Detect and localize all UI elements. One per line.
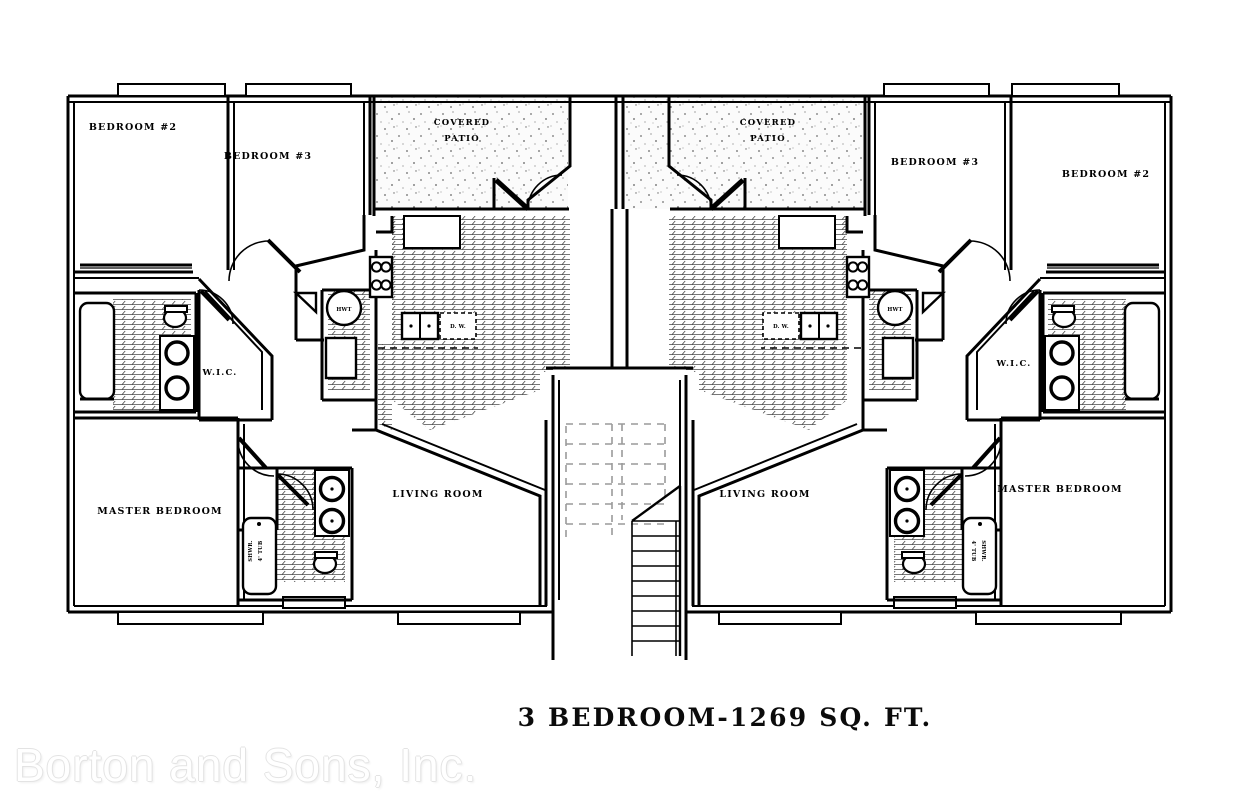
label-bedroom2-left: BEDROOM #2 (89, 122, 177, 133)
right-unit-fixtures (761, 215, 1161, 596)
vanity-sink-right-a (1049, 340, 1075, 366)
label-master-bedroom-left: MASTER BEDROOM (97, 506, 223, 517)
label-covered-patio-left-2: PATIO (444, 134, 480, 144)
left-unit-doors (198, 174, 563, 511)
door-leaf-mbath-left (276, 473, 310, 507)
door-leaf-patio-left (494, 178, 530, 211)
window-bedroom2-right (1011, 83, 1120, 97)
label-covered-patio-right-2: PATIO (750, 134, 786, 144)
kitchen-left-edge (378, 344, 392, 430)
window-living-left (397, 611, 521, 625)
wall-living-angled (352, 428, 542, 606)
appliance-right (881, 336, 915, 380)
label-dishwasher-right: D. W. (773, 324, 789, 330)
window-master-right (975, 611, 1122, 625)
cabinet-left (403, 215, 461, 249)
counter-kitchen-corner (376, 216, 394, 234)
wall-living-angled (697, 428, 887, 606)
door-leaf-bd2-left (199, 289, 231, 322)
master-tub-left (241, 516, 278, 596)
label-dishwasher-left: D. W. (450, 324, 466, 330)
window-master-bath-left (282, 596, 346, 609)
door-leaf-mbath-right (929, 473, 963, 507)
cabinet-right (778, 215, 836, 249)
label-shower-right: SHWR. (980, 540, 986, 562)
door-leaf-bd2-right (1008, 289, 1040, 322)
dishwasher-left (439, 312, 477, 340)
bathtub-left (78, 301, 116, 401)
door-arc-patio-left (527, 174, 563, 210)
label-bedroom2-right: BEDROOM #2 (1062, 169, 1150, 180)
door-leaf-patio-right (709, 178, 745, 211)
label-bedroom3-left: BEDROOM #3 (224, 151, 312, 162)
door-bath-right (921, 291, 947, 315)
label-wic-right: W.I.C. (996, 359, 1032, 369)
door-bath-left (292, 291, 318, 315)
hot-water-tank-right (876, 289, 914, 327)
left-unit-labels: BEDROOM #2 BEDROOM #3 W.I.C. MASTER BEDR… (89, 118, 490, 562)
door-leaf-master-right (971, 436, 1002, 470)
stairwell (546, 366, 693, 660)
dishwasher-right (762, 312, 800, 340)
door-leaf-bd3-right (937, 238, 973, 274)
window-master-bath-right (893, 596, 957, 609)
stairwell-void (553, 368, 686, 660)
vanity-sink-right-b (1049, 375, 1075, 401)
window-bedroom3-right (883, 83, 990, 97)
door-arc-mbath-left (276, 473, 314, 511)
wall-wic-diag-north (965, 277, 1042, 420)
right-unit-doors (676, 174, 1041, 511)
door-arc-master-left (237, 439, 275, 477)
door-arc-bd3-left (228, 240, 270, 282)
wall-bd3-south (294, 215, 366, 279)
door-arc-patio-right (676, 174, 712, 210)
label-hwt-right: HWT (887, 307, 902, 313)
door-arc-mbath-right (925, 473, 963, 511)
window-bedroom3-left (245, 83, 352, 97)
hot-water-tank-left (325, 289, 363, 327)
appliance-left (324, 336, 358, 380)
left-unit-walls (74, 96, 548, 606)
door-arc-master-right (964, 439, 1002, 477)
left-unit-fixtures (78, 215, 478, 596)
wall-bd3-south (873, 215, 945, 279)
door-leaf-master-left (237, 436, 268, 470)
label-tub-size-right: 4' TUB (970, 541, 976, 562)
label-shower-left: SHWR. (248, 540, 254, 562)
stair-upper-flight-dashed (565, 423, 666, 540)
door-leaf-bd3-left (266, 238, 302, 274)
bathtub-right (1123, 301, 1161, 401)
label-tub-size-left: 4' TUB (258, 540, 264, 561)
label-living-room-right: LIVING ROOM (719, 489, 810, 500)
party-walls (372, 96, 867, 372)
vanity-sink-left-a (164, 340, 190, 366)
door-arc-bd2-right (1005, 289, 1041, 325)
counter-kitchen-corner (845, 216, 863, 234)
stair-lower-flight (631, 485, 682, 656)
label-bedroom3-right: BEDROOM #3 (891, 157, 979, 168)
covered-patio-left-fill (374, 96, 568, 209)
label-master-bedroom-right: MASTER BEDROOM (997, 484, 1123, 495)
window-living-right (718, 611, 842, 625)
wall-wic-diag-north (197, 277, 274, 420)
label-covered-patio-left-1: COVERED (434, 118, 490, 128)
label-hwt-left: HWT (336, 307, 351, 313)
label-covered-patio-right-1: COVERED (740, 118, 796, 128)
door-arc-bd2-left (198, 289, 234, 325)
window-master-left (117, 611, 264, 625)
windows (117, 83, 1122, 625)
window-bedroom2-left (117, 83, 226, 97)
plan-title: 3 BEDROOM-1269 SQ. FT. (518, 703, 933, 732)
master-tub-right (961, 516, 998, 596)
door-arc-bd3-right (969, 240, 1011, 282)
label-living-room-left: LIVING ROOM (392, 489, 483, 500)
label-wic-left: W.I.C. (202, 368, 238, 378)
vanity-sink-left-b (164, 375, 190, 401)
right-unit-labels: BEDROOM #2 BEDROOM #3 W.I.C. MASTER BEDR… (719, 118, 1150, 562)
